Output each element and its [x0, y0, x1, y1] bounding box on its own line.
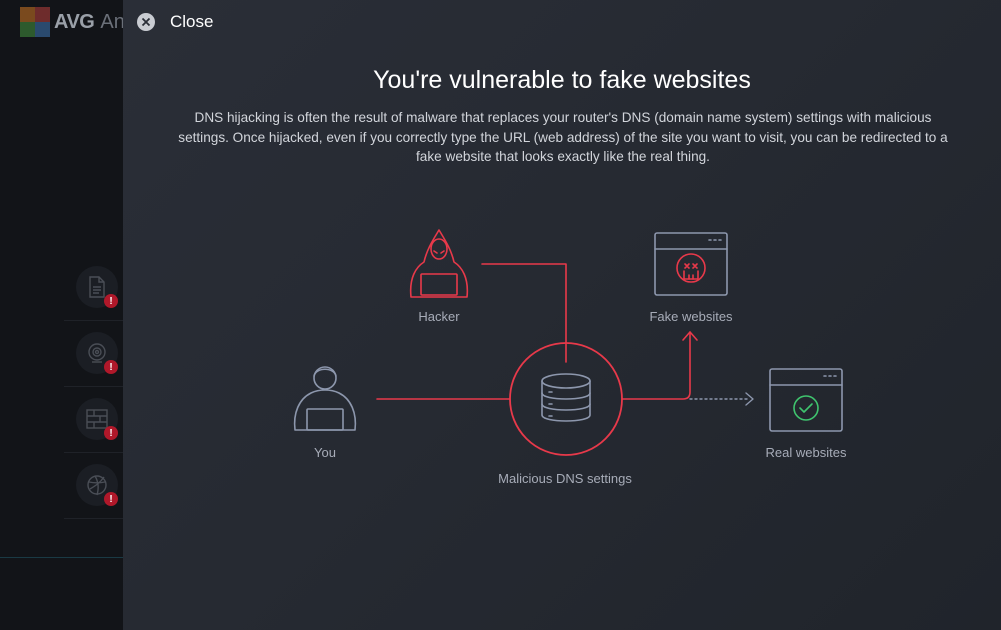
dns-to-fake-line [621, 331, 691, 400]
firewall-icon [86, 409, 108, 429]
you-label: You [314, 445, 336, 460]
connection-lines [376, 263, 754, 406]
user-icon [293, 366, 357, 431]
hacker-icon [409, 229, 469, 298]
webcam-icon [88, 343, 106, 363]
dns-server-icon [509, 342, 623, 456]
close-label: Close [170, 12, 214, 31]
warning-badge: ! [104, 360, 118, 374]
real-arrow-icon [745, 392, 754, 406]
dns-hijack-info-panel: Close You're vulnerable to fake websites… [123, 0, 1001, 630]
dns-label: Malicious DNS settings [498, 471, 632, 486]
warning-badge: ! [104, 492, 118, 506]
fake-website-icon [654, 232, 728, 296]
skull-icon [676, 253, 706, 283]
nav-item-firewall[interactable]: ! [64, 386, 123, 453]
fake-websites-label: Fake websites [649, 309, 733, 324]
nav-item-documents[interactable]: ! [64, 254, 123, 321]
avg-logo-mark-icon [20, 7, 50, 37]
real-website-icon [769, 368, 843, 432]
dialog-title: You're vulnerable to fake websites [373, 66, 751, 94]
close-button[interactable]: Close [137, 10, 213, 34]
avg-logo: AVG An [20, 7, 123, 37]
avg-brand-text: AVG [54, 10, 95, 33]
product-name-fragment: An [100, 10, 123, 33]
fake-arrow-icon [682, 331, 698, 341]
nav-item-network[interactable]: ! [64, 452, 123, 519]
warning-badge: ! [104, 426, 118, 440]
dialog-description: DNS hijacking is often the result of mal… [178, 110, 948, 164]
check-icon [793, 395, 819, 421]
background-app: AVG An ! ! ! ! [0, 0, 123, 630]
hacker-to-dns-line [481, 263, 567, 363]
real-websites-label: Real websites [765, 445, 847, 460]
document-icon [89, 276, 105, 298]
hacker-label: Hacker [418, 309, 460, 324]
nav-item-webcam[interactable]: ! [64, 320, 123, 387]
divider [0, 557, 123, 558]
warning-badge: ! [104, 294, 118, 308]
dns-hijack-diagram [293, 229, 843, 456]
globe-icon [87, 475, 107, 496]
close-icon [137, 13, 155, 31]
